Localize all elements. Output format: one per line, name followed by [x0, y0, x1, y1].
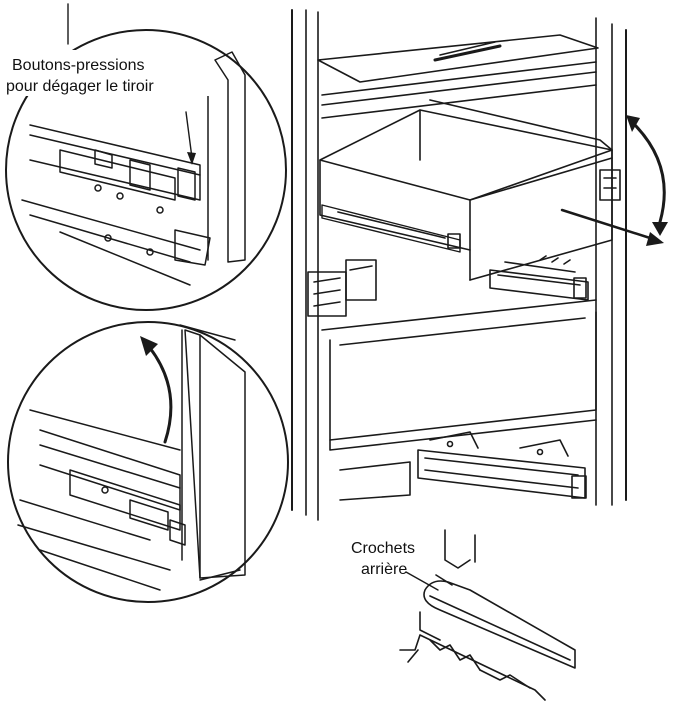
- pull-out-arrow: [560, 208, 664, 246]
- rear-hooks-leader-line: [405, 571, 439, 591]
- refrigerator-drawer-view: [291, 9, 627, 521]
- pulled-out-drawer: [319, 99, 613, 281]
- rear-hooks-detail: [399, 529, 576, 701]
- rotation-arrow-right: [626, 115, 668, 236]
- release-buttons-label-bg: [4, 50, 210, 96]
- rear-hooks-label-line1: Crochets: [351, 540, 415, 557]
- release-buttons-label-line2: pour dégager le tiroir: [6, 78, 154, 95]
- drawer-lift-detail-circle: [7, 321, 289, 603]
- rear-hooks-label-line2: arrière: [361, 561, 407, 578]
- release-buttons-label-line1: Boutons-pressions: [12, 57, 145, 74]
